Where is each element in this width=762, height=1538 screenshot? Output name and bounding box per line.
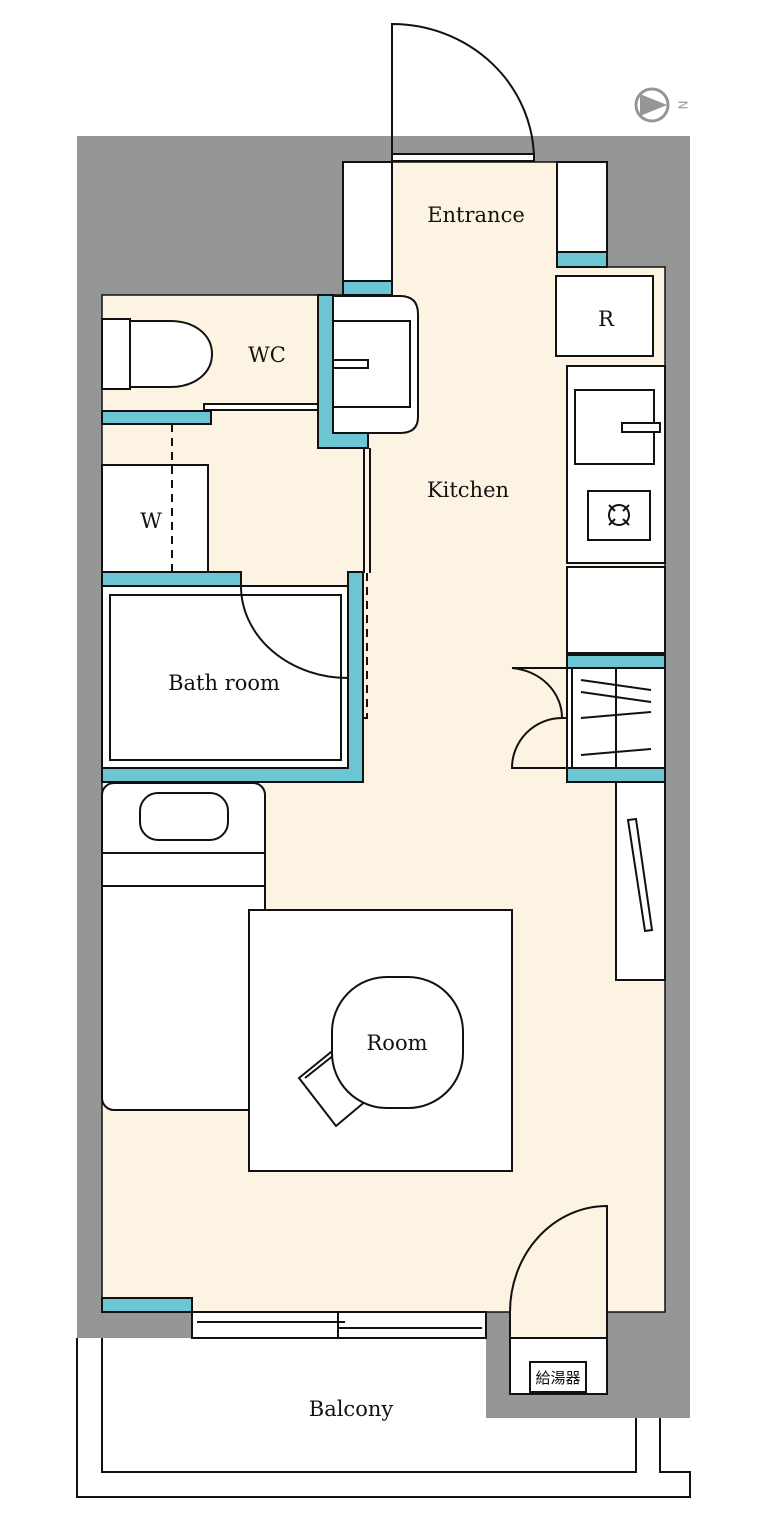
table: [331, 976, 464, 1109]
label-bathroom: Bath room: [168, 671, 280, 695]
stove-burner-icon: [587, 490, 651, 541]
accent-wall: [101, 571, 242, 587]
entrance-door[interactable]: [391, 22, 535, 162]
accent-wall: [342, 280, 393, 296]
refrigerator: [555, 275, 654, 357]
shelf: [615, 781, 666, 981]
label-room: Room: [366, 1031, 427, 1055]
pillow: [139, 792, 229, 841]
water-heater: [529, 1361, 587, 1393]
bathroom-door-swing[interactable]: [240, 585, 349, 679]
north-arrow-icon: N: [634, 87, 690, 123]
compass-letter: N: [676, 101, 690, 110]
toilet: [101, 318, 214, 390]
shoe-closet-left: [342, 161, 393, 282]
accent-wall: [101, 410, 212, 425]
bed: [101, 782, 266, 1111]
label-washer: W: [140, 509, 162, 533]
balcony-window[interactable]: [191, 1311, 487, 1339]
closet-double-door[interactable]: [510, 667, 567, 769]
label-wc: WC: [248, 343, 286, 367]
accent-wall: [556, 251, 608, 268]
balcony: [76, 1338, 691, 1498]
label-entrance: Entrance: [427, 203, 525, 227]
label-kitchen: Kitchen: [427, 478, 509, 502]
door-track: [362, 573, 368, 719]
balcony-door[interactable]: [509, 1204, 608, 1338]
kitchen-counter: [566, 365, 666, 564]
closet: [566, 654, 666, 783]
label-refrigerator: R: [598, 307, 615, 331]
label-water-heater: 給湯器: [535, 1369, 580, 1387]
accent-wall: [101, 1297, 193, 1313]
kitchen-cabinet: [566, 566, 666, 654]
washer-space: [101, 464, 209, 573]
bath-sliding-door[interactable]: [363, 448, 371, 573]
label-balcony: Balcony: [309, 1397, 394, 1421]
washbasin: [332, 295, 419, 434]
shoe-closet-right: [556, 161, 608, 253]
faucet-icon: [621, 422, 661, 433]
wc-sliding-door[interactable]: [203, 403, 321, 411]
